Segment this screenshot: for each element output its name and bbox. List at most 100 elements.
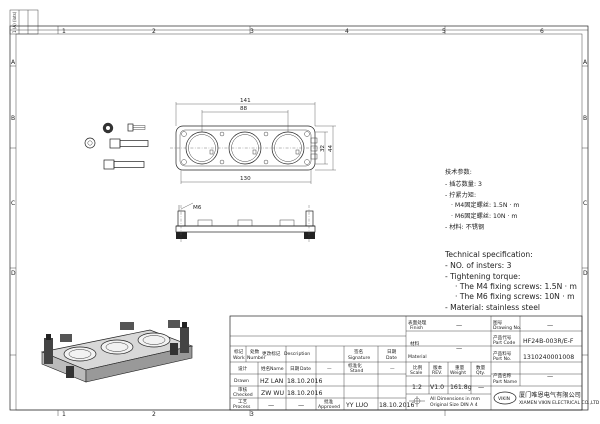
- tb-date-hdr-en: Date: [300, 366, 311, 372]
- tb-finish-value: —: [456, 322, 462, 329]
- plate-front-view: [170, 125, 322, 171]
- tb-company-cn: 厦门唯恩电气有限公司: [519, 391, 581, 399]
- tb-description-en: Description: [284, 351, 310, 357]
- tb-date-cn: 日期: [387, 349, 397, 355]
- tb-number-cn: 处数: [250, 348, 260, 355]
- zone-left-a: A: [11, 59, 16, 66]
- spec-cn-item-2: - 拧紧力矩:: [445, 191, 476, 199]
- tb-name-hdr: 姓名: [261, 365, 270, 372]
- tb-work-en: Work: [233, 355, 245, 361]
- tb-scale-en: Scale: [410, 370, 423, 376]
- tb-approved-en: Approved: [318, 404, 340, 410]
- zone-right-b: B: [583, 115, 587, 122]
- tb-drawing-no-cn: 图号: [493, 320, 503, 326]
- tb-weight-value: 161.8g: [450, 384, 472, 391]
- tb-part-code-en: Part Code: [493, 340, 515, 346]
- tb-finish-en: Finish: [410, 325, 423, 331]
- tb-process-name: —: [268, 402, 274, 409]
- tb-stand-value: —: [327, 367, 332, 372]
- zone-left-c: C: [11, 200, 15, 207]
- zone-top-4: 4: [345, 28, 349, 35]
- spec-en-item-2: - Tightening torque:: [445, 272, 520, 281]
- tb-drawing-no-value: —: [547, 322, 553, 329]
- zone-left-b: B: [11, 115, 15, 122]
- tb-checked-date: 18.10.2016: [287, 390, 322, 397]
- tb-material-cn: 材料: [410, 340, 420, 347]
- tb-checked-name: ZW WU: [261, 390, 284, 397]
- tb-company-en: XIAMEN VIKIN ELECTRICAL CO.,LTD: [519, 400, 600, 406]
- tb-part-no-cn: 产品料号: [493, 350, 512, 357]
- tb-dims-note-1: All Dimensions in mm: [430, 396, 481, 402]
- spec-en-item-4: · The M6 fixing screws: 10N · m: [455, 292, 574, 301]
- zone-left-d: D: [11, 270, 16, 277]
- tb-approved-name: YY LUO: [345, 402, 368, 409]
- fastener-parts: [84, 122, 149, 170]
- zone-top-3: 3: [250, 28, 254, 35]
- tb-checked-en: Checked: [233, 392, 253, 398]
- projection-symbol-icon: [409, 396, 425, 407]
- dim-height-inner: 32: [320, 145, 326, 152]
- tb-process-date: —: [298, 402, 304, 409]
- thread-callout: M6: [193, 205, 202, 211]
- tb-scale-cn: 比例: [413, 364, 423, 371]
- tb-signature-en: Signature: [348, 355, 370, 361]
- tb-qty-en: Qty.: [476, 370, 485, 376]
- tb-part-code-cn: 产品代号: [493, 334, 512, 341]
- tb-finish-cn: 表面处理: [408, 319, 427, 326]
- zone-right-d: D: [583, 270, 588, 277]
- tb-checked-cn: 审核: [238, 386, 248, 393]
- tb-weight-cn: 重量: [455, 364, 465, 371]
- spec-en-item-3: · The M4 fixing screws: 1.5N · m: [455, 282, 577, 291]
- tb-rev-value: V1.0: [430, 384, 444, 391]
- spec-en-block: Technical specification: - NO. of inster…: [444, 250, 577, 312]
- zone-right-a: A: [583, 59, 588, 66]
- tb-part-no-value: 1310240001008: [523, 354, 574, 361]
- spec-en-title: Technical specification:: [444, 250, 533, 259]
- tb-signature-cn: 签名: [354, 348, 363, 355]
- top-zone-ticks: [10, 26, 588, 416]
- zone-top-5: 5: [442, 28, 446, 35]
- zone-top-1: 1: [62, 28, 66, 35]
- tb-process-cn: 工艺: [238, 399, 248, 405]
- tb-drawing-no-en: Drawing No.: [493, 325, 521, 331]
- dim-overall-length: 141: [240, 98, 251, 104]
- tb-material-en: Material: [408, 354, 427, 360]
- company-logo-text: VIKIN: [498, 396, 510, 402]
- tb-drawn-date: 18.10.2016: [287, 378, 322, 385]
- tb-process-en: Process: [233, 404, 251, 410]
- tb-approved-date: 18.10.2016: [379, 402, 414, 409]
- spec-en-item-1: - NO. of insters: 3: [445, 261, 512, 270]
- dim-hole-pitch: 88: [240, 106, 248, 112]
- spec-cn-item-3: · M4固定螺丝: 1.5N · m: [451, 201, 519, 209]
- tb-weight-en: Weight: [450, 370, 466, 376]
- tb-part-no-en: Port No.: [493, 356, 511, 362]
- tb-qty-value: —: [478, 384, 484, 391]
- spec-cn-item-5: - 材料: 不锈钢: [445, 223, 484, 231]
- tb-part-code-value: HF24B-003R/E-F: [523, 338, 574, 345]
- tb-date-hdr: 日期: [290, 366, 300, 372]
- tb-description-cn: 更改标记: [262, 350, 281, 357]
- zone-top-6: 6: [540, 28, 544, 35]
- tb-stand-en: Stand: [350, 368, 363, 374]
- isometric-view: [40, 320, 194, 383]
- dim-height-outer: 44: [328, 144, 334, 152]
- title-block: [229, 315, 583, 411]
- tb-rev-cn: 版本: [433, 364, 443, 371]
- company-logo-icon: VIKIN: [493, 391, 517, 405]
- tb-work-cn: 标记: [234, 348, 244, 355]
- tb-part-name-cn: 产品名称: [493, 372, 512, 379]
- spec-cn-item-4: · M6固定螺丝: 10N · m: [451, 212, 517, 220]
- tb-date-en: Date: [386, 355, 397, 361]
- zone-bottom-3: 3: [250, 411, 254, 418]
- spec-cn-item-1: - 插芯数量: 3: [445, 180, 482, 188]
- spec-en-item-5: - Material: stainless steel: [445, 303, 540, 312]
- zone-bottom-1: 1: [62, 411, 66, 418]
- tb-scale-value: 1:2: [412, 384, 422, 391]
- tb-stand-date: —: [390, 367, 395, 372]
- tb-drawn-en: Drawn: [234, 378, 249, 384]
- tb-stand-cn: 标准化: [348, 362, 362, 369]
- spec-cn-title: 技术参数:: [445, 168, 472, 176]
- dim-body-length: 130: [240, 176, 251, 182]
- front-view-dimensions: [175, 102, 336, 184]
- tb-drawn-cn: 设计: [238, 365, 248, 372]
